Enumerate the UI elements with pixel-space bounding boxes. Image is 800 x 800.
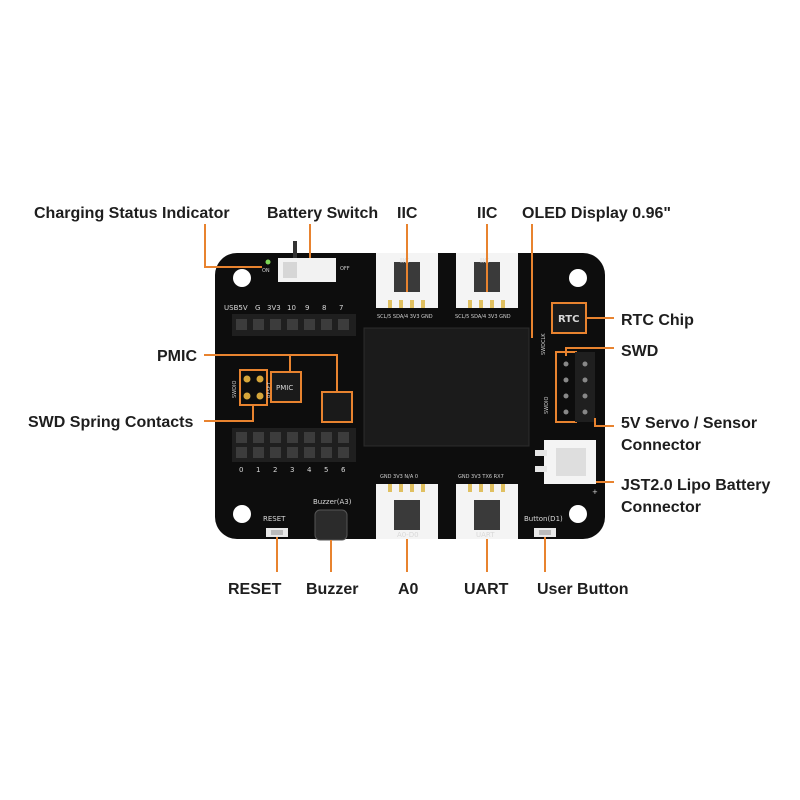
header-label-10: 10 — [287, 304, 296, 312]
header-label-2: 2 — [273, 466, 277, 474]
silk-swd-swdio: SWDIO — [544, 397, 550, 414]
label-buzzer: Buzzer — [306, 581, 358, 598]
header-label-3: 3 — [290, 466, 294, 474]
silk-jst-plus: + — [592, 488, 598, 496]
mounting-hole-top-right — [569, 269, 587, 287]
header-label-0: 0 — [239, 466, 243, 474]
header-label-usb5v: USB5V — [224, 304, 248, 312]
label-servo-connector-line2: Connector — [621, 437, 701, 454]
silk-iic-pins-left: SCL/5 SDA/4 3V3 GND — [377, 314, 433, 320]
silk-iic-right: IIC — [480, 257, 489, 265]
mounting-hole-bottom-left — [233, 505, 251, 523]
uart-connector[interactable] — [456, 484, 518, 539]
top-pin-header[interactable] — [232, 314, 356, 336]
callout-labels: Charging Status Indicator Battery Switch… — [28, 205, 770, 598]
silk-on: ON — [262, 268, 270, 274]
mounting-hole-bottom-right — [569, 505, 587, 523]
header-label-8: 8 — [322, 304, 326, 312]
leader-lines — [204, 224, 614, 572]
header-label-6: 6 — [341, 466, 346, 474]
a0-connector[interactable] — [376, 484, 438, 539]
bottom-pin-header[interactable] — [232, 428, 356, 462]
battery-switch[interactable] — [278, 241, 336, 282]
label-swd-spring-contacts: SWD Spring Contacts — [28, 414, 193, 431]
oled-display — [363, 327, 530, 447]
header-label-9: 9 — [305, 304, 309, 312]
silk-a0-pins: GND 3V3 N/A 0 — [380, 474, 418, 480]
header-label-5: 5 — [324, 466, 328, 474]
bottom-header-labels: 0 1 2 3 4 5 6 — [239, 466, 346, 474]
silk-off: OFF — [340, 266, 350, 272]
label-servo-connector-line1: 5V Servo / Sensor — [621, 415, 757, 432]
label-iic-right: IIC — [477, 205, 498, 222]
silk-uart-label: UART — [476, 531, 495, 539]
leader-charging — [204, 224, 262, 268]
silk-swd-swdclk: SWDCLK — [541, 333, 547, 355]
silk-uart-pins: GND 3V3 TX6 RX7 — [458, 474, 504, 480]
buzzer — [314, 509, 348, 541]
silk-reset: RESET — [263, 515, 286, 523]
leader-servo — [594, 418, 614, 427]
silk-rtc: RTC — [558, 314, 579, 325]
label-uart: UART — [464, 581, 509, 598]
label-pmic: PMIC — [157, 348, 197, 365]
leader-swd — [565, 347, 614, 356]
label-iic-left: IIC — [397, 205, 418, 222]
rtc-chip: RTC — [551, 302, 587, 334]
charging-status-led — [265, 259, 271, 265]
silk-button: Button(D1) — [524, 515, 563, 523]
second-chip — [321, 391, 353, 423]
header-label-3v3: 3V3 — [267, 304, 281, 312]
label-user-button: User Button — [537, 581, 629, 598]
mounting-hole-top-left — [233, 269, 251, 287]
leader-swd-spring — [204, 405, 254, 422]
header-label-g: G — [255, 304, 260, 312]
silk-iic-pins-right: SCL/5 SDA/4 3V3 GND — [455, 314, 511, 320]
reset-button[interactable] — [266, 528, 288, 537]
header-label-4: 4 — [307, 466, 312, 474]
silk-a0-label: A0-D0 — [397, 531, 419, 539]
label-swd: SWD — [621, 343, 658, 360]
header-label-1: 1 — [256, 466, 260, 474]
label-charging-status-indicator: Charging Status Indicator — [34, 205, 230, 222]
header-label-7: 7 — [339, 304, 343, 312]
top-header-labels: USB5V G 3V3 10 9 8 7 — [224, 304, 343, 312]
label-jst-line2: Connector — [621, 499, 701, 516]
label-rtc-chip: RTC Chip — [621, 312, 694, 329]
label-jst-line1: JST2.0 Lipo Battery — [621, 477, 770, 494]
label-battery-switch: Battery Switch — [267, 205, 378, 222]
pmic-chip: PMIC — [270, 371, 302, 403]
jst-battery-connector[interactable] — [535, 440, 596, 484]
user-button[interactable] — [534, 528, 556, 537]
silk-buzzer: Buzzer(A3) — [313, 498, 352, 506]
silk-spring-swdio: SWDIO — [232, 381, 238, 398]
silk-iic-left: IIC — [400, 257, 409, 265]
silk-pmic: PMIC — [276, 384, 293, 392]
leader-pmic-2 — [290, 354, 338, 392]
label-reset: RESET — [228, 581, 282, 598]
label-oled-display: OLED Display 0.96" — [522, 205, 671, 222]
label-a0: A0 — [398, 581, 419, 598]
